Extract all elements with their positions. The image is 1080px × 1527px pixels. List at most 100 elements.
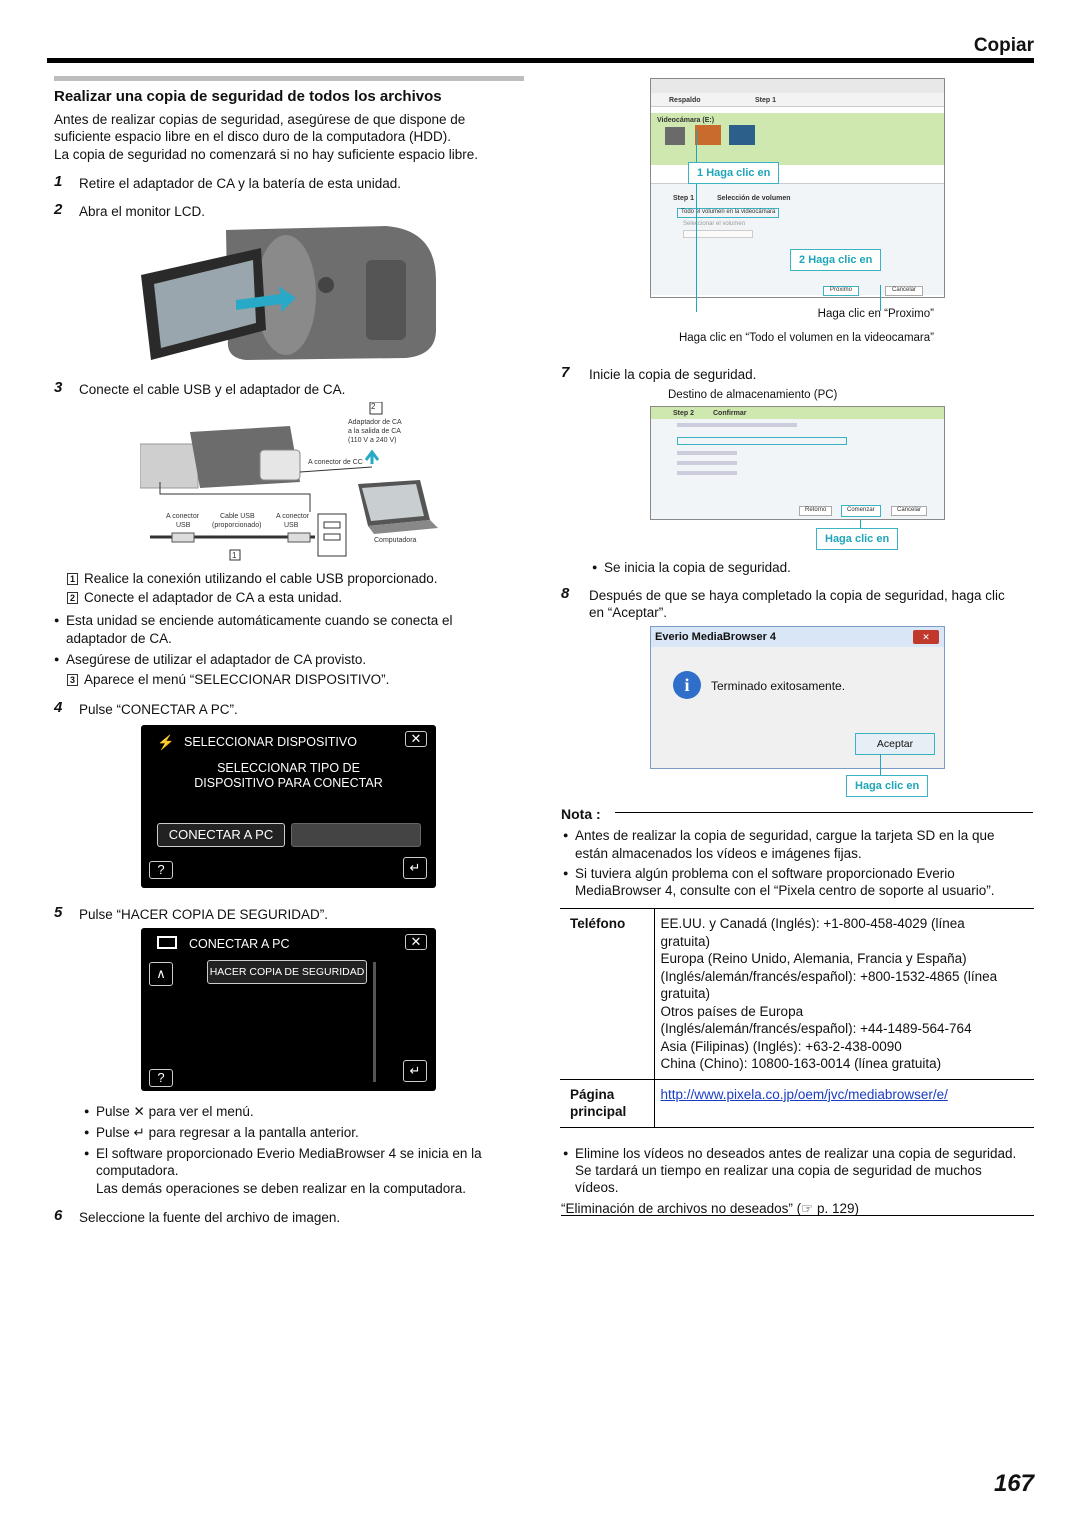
homepage-link[interactable]: http://www.pixela.co.jp/oem/jvc/mediabro… [660, 1086, 948, 1102]
step-5-number: 5 [54, 904, 63, 921]
note-2-number: 2 [67, 592, 78, 604]
step-6-text: Seleccione la fuente del archivo de imag… [79, 1210, 341, 1225]
backup-button[interactable]: HACER COPIA DE SEGURIDAD [207, 960, 367, 984]
header-rule [47, 58, 1034, 63]
step-8-text-1: Después de que se haya completado la cop… [589, 588, 1005, 603]
step-3-text: Conecte el cable USB y el adaptador de C… [79, 382, 346, 397]
lcd2-title: CONECTAR A PC [189, 937, 290, 951]
lcd2-back-button[interactable]: ↵ [403, 1060, 427, 1082]
usb-a-label-1: A conector [166, 513, 200, 520]
thumbnail-2[interactable] [695, 125, 721, 145]
callout-line-4 [880, 754, 881, 776]
step-1-text: Retire el adaptador de CA y la batería d… [79, 176, 401, 191]
usb-b-label-2: USB [284, 522, 299, 529]
mediabrowser-step2-screenshot: Step 2 Confirmar Retorno Comenzar Cancel… [650, 406, 945, 520]
usb-b-label-1: A conector [276, 513, 310, 520]
panel-step1: Step 1 [673, 195, 695, 202]
step-7-text: Inicie la copia de seguridad. [589, 367, 757, 382]
connect-icon: ⚡ [157, 734, 175, 750]
callout-click-2: 2 Haga clic en [790, 249, 882, 272]
callout-click-ok: Haga clic en [846, 775, 929, 798]
option-select-volume[interactable]: Seleccionar el volumen [683, 221, 746, 227]
callout-line-1 [696, 130, 697, 312]
cancel-button[interactable]: Cancelar [885, 286, 924, 296]
lcd1-line-1: SELECCIONAR TIPO DE [217, 761, 360, 775]
lcd2-scrollbar[interactable] [373, 962, 376, 1082]
backup-starts-bullet: Se inicia la copia de seguridad. [592, 559, 791, 577]
caption-destination: Destino de almacenamiento (PC) [668, 389, 838, 401]
adapter-label-2: a la salida de CA [348, 428, 401, 435]
intro-line-3: La copia de seguridad no comenzará si no… [54, 147, 479, 162]
note-rule [615, 812, 1033, 813]
lcd1-back-button[interactable]: ↵ [403, 857, 427, 879]
thumbnail-3[interactable] [729, 125, 755, 145]
tab-backup[interactable]: Respaldo [669, 97, 701, 104]
caption-next: Haga clic en “Proximo” [817, 308, 934, 320]
start-button[interactable]: Comenzar [841, 505, 881, 517]
phone-line: (Inglés/alemán/francés/español): +44-148… [660, 1021, 972, 1037]
footer-bullet-1c: vídeos. [575, 1180, 619, 1195]
step-3-number: 3 [54, 379, 63, 396]
callout-2-number: 2 [799, 254, 806, 266]
step-6-number: 6 [54, 1207, 63, 1224]
ok-button[interactable]: Aceptar [855, 733, 935, 755]
connect-to-pc-button[interactable]: CONECTAR A PC [157, 823, 285, 847]
phone-line: Otros países de Europa [660, 1003, 804, 1019]
intro-line-1: Antes de realizar copias de seguridad, a… [54, 112, 466, 127]
volume-panel [651, 183, 944, 295]
homepage-label-1: Página [570, 1086, 615, 1102]
lcd1-help-button[interactable]: ? [149, 861, 173, 879]
dc-connector-label: A conector de CC [308, 459, 363, 466]
lcd1-line-2: DISPOSITIVO PARA CONECTAR [194, 776, 383, 790]
window-menubar [651, 79, 944, 93]
note-bullet-1a: Antes de realizar la copia de seguridad,… [563, 827, 995, 845]
phone-line: Asia (Filipinas) (Inglés): +63-2-438-009… [660, 1038, 902, 1054]
section-title: Realizar una copia de seguridad de todos… [54, 88, 442, 105]
option-all-volume[interactable]: Todo el volumen en la videocámara [677, 208, 780, 218]
intro-line-2: suficiente espacio libre en el disco dur… [54, 129, 451, 144]
lcd2-help-button[interactable]: ? [149, 1069, 173, 1087]
callout-click-1: 1 Haga clic en [688, 162, 780, 185]
lcd2-close-button[interactable]: ✕ [405, 934, 427, 950]
dialog-title: Everio MediaBrowser 4 [655, 631, 777, 643]
note-title: Nota : [561, 806, 601, 822]
footer-bullet-1b: Se tardará un tiempo en realizar una cop… [575, 1163, 982, 1178]
lcd1-disabled-option [291, 823, 421, 847]
note-bottom-rule [561, 1215, 1034, 1216]
lcd1-close-button[interactable]: ✕ [405, 731, 427, 747]
caption-all-volume: Haga clic en “Todo el volumen en la vide… [678, 332, 934, 344]
next-button[interactable]: Próximo [823, 286, 860, 296]
camcorder-open-lcd-illustration [141, 226, 436, 360]
callout-click-start: Haga clic en [816, 528, 899, 551]
cancel-button-2[interactable]: Cancelar [891, 506, 928, 516]
lcd2-scroll-up-button[interactable]: ∧ [149, 962, 173, 986]
cable-label-1: Cable USB [220, 513, 255, 520]
phone-line: (Inglés/alemán/francés/español): +800-15… [660, 968, 998, 984]
destination-path-field[interactable] [677, 437, 847, 445]
dialog-close-button[interactable]: ✕ [913, 630, 939, 644]
info-line-4 [677, 471, 737, 475]
lcd-screen-connect-pc: CONECTAR A PC ✕ ∧ HACER COPIA DE SEGURID… [141, 928, 436, 1091]
lcd1-title: SELECCIONAR DISPOSITIVO [184, 735, 357, 749]
adapter-label-3: (110 V a 240 V) [348, 437, 397, 444]
callout-line-2 [880, 285, 881, 311]
callout-1-text: Haga clic en [706, 167, 771, 179]
cross-reference-link[interactable]: “Eliminación de archivos no deseados” (☞… [561, 1201, 860, 1216]
support-contact-table: Teléfono EE.UU. y Canadá (Inglés): +1-80… [560, 908, 1034, 1129]
step-4-number: 4 [54, 699, 63, 716]
lcd-screen-select-device: ⚡ SELECCIONAR DISPOSITIVO ✕ SELECCIONAR … [141, 725, 436, 888]
phone-line: EE.UU. y Canadá (Inglés): +1-800-458-402… [660, 916, 965, 931]
computer-label: Computadora [374, 537, 417, 544]
volume-select-field[interactable] [683, 230, 753, 238]
adapter-label-1: Adaptador de CA [348, 419, 402, 426]
info-icon: i [673, 671, 701, 699]
step-4-text: Pulse “CONECTAR A PC”. [79, 702, 238, 717]
callout-2-text: Haga clic en [808, 254, 873, 266]
homepage-label-2: principal [570, 1104, 627, 1120]
phone-line: gratuita) [660, 986, 711, 1002]
usb-a-label-2: USB [176, 522, 191, 529]
back-button[interactable]: Retorno [799, 506, 833, 516]
thumbnail-1[interactable] [665, 127, 685, 145]
note-bullet-2b: MediaBrowser 4, consulte con el “Pixela … [575, 883, 995, 898]
